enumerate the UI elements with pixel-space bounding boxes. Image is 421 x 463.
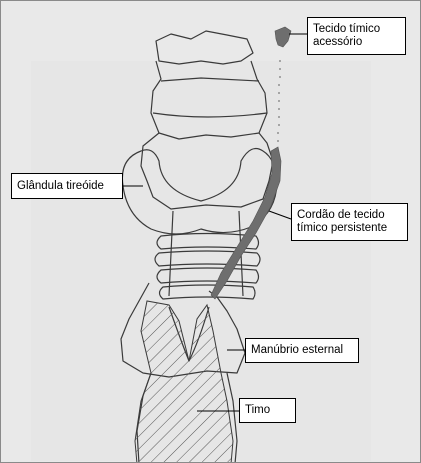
label-accessory-line1: Tecido tímico xyxy=(313,23,400,36)
label-thymus: Timo xyxy=(239,398,296,423)
label-cord-line1: Cordão de tecido xyxy=(297,209,402,222)
label-thymus-text: Timo xyxy=(245,404,290,417)
label-persistent-thymic-cord: Cordão de tecido tímico persistente xyxy=(291,203,408,241)
label-cord-line2: tímico persistente xyxy=(297,222,402,235)
label-thyroid-gland: Glândula tireóide xyxy=(11,173,123,199)
label-accessory-line2: acessório xyxy=(313,36,400,49)
label-manubrium: Manúbrio esternal xyxy=(245,338,359,363)
label-manubrium-text: Manúbrio esternal xyxy=(251,344,353,357)
label-accessory-thymic-tissue: Tecido tímico acessório xyxy=(307,17,406,55)
label-thyroid-text: Glândula tireóide xyxy=(17,180,117,193)
